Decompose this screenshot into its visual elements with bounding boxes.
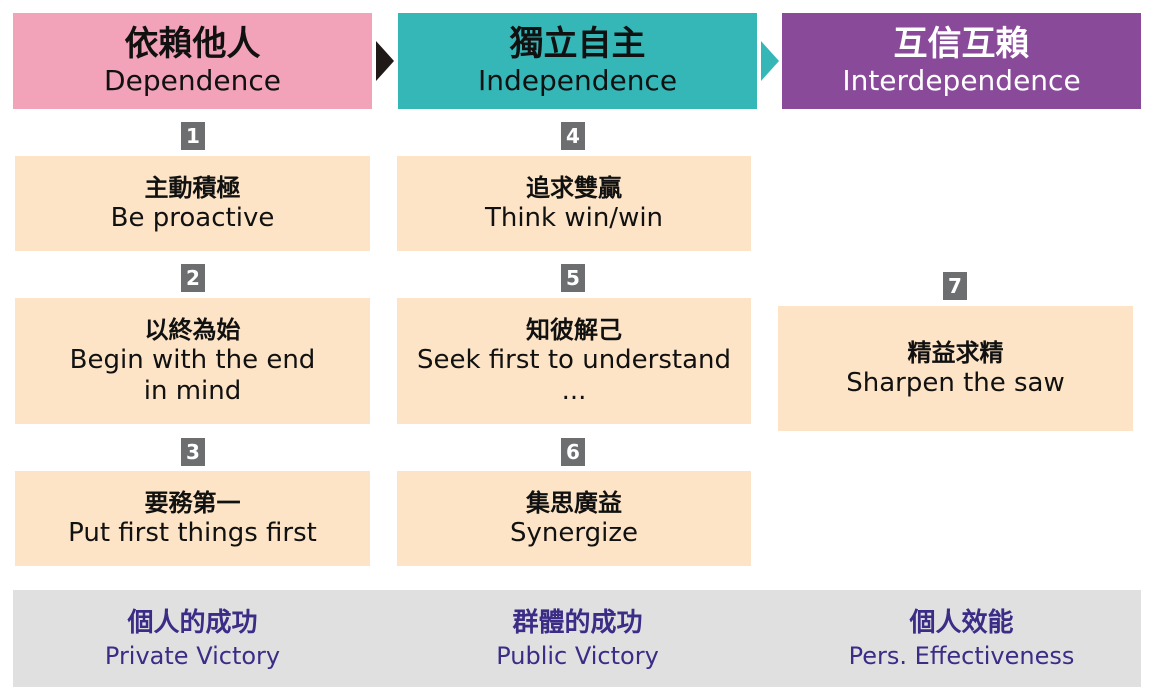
stage-independence: 獨立自主 Independence: [398, 13, 757, 109]
victory-zh: 個人的成功: [127, 607, 258, 638]
habit-en: Be proactive: [110, 203, 275, 233]
habit-number-badge: 4: [561, 122, 585, 150]
habit-zh: 以終為始: [144, 316, 241, 344]
habit-en: Seek first to understand: [416, 345, 732, 375]
arrow-right-icon: [376, 41, 394, 81]
stage-dependence-zh: 依賴他人: [124, 24, 261, 64]
habit-box-5: 知彼解己 Seek first to understand ...: [397, 298, 751, 424]
habit-zh: 追求雙贏: [526, 174, 622, 202]
stage-dependence-en: Dependence: [104, 64, 281, 97]
habit-box-7: 精益求精 Sharpen the saw: [778, 306, 1133, 431]
victory-en: Pers. Effectiveness: [848, 641, 1075, 670]
victory-private: 個人的成功 Private Victory: [13, 590, 372, 687]
habit-zh: 集思廣益: [526, 489, 622, 517]
habit-en: Sharpen the saw: [846, 368, 1065, 398]
habit-number-badge: 1: [181, 122, 205, 150]
habit-en-line2: in mind: [143, 376, 242, 406]
habit-en: Begin with the end: [69, 345, 316, 375]
stage-interdependence: 互信互賴 Interdependence: [782, 13, 1141, 109]
habit-en: Synergize: [510, 518, 638, 548]
victory-footer: [13, 590, 1141, 687]
victory-en: Private Victory: [104, 641, 281, 670]
habit-box-3: 要務第一 Put first things first: [15, 471, 370, 566]
habit-box-4: 追求雙贏 Think win/win: [397, 156, 751, 251]
victory-en: Public Victory: [496, 641, 659, 670]
habit-zh: 主動積極: [144, 174, 241, 202]
victory-public: 群體的成功 Public Victory: [398, 590, 757, 687]
habit-en-line2: ...: [561, 376, 587, 406]
habit-number-badge: 7: [943, 272, 967, 300]
stage-independence-en: Independence: [477, 64, 678, 97]
victory-effectiveness: 個人效能 Pers. Effectiveness: [782, 590, 1141, 687]
habit-number-badge: 3: [181, 438, 205, 466]
stage-dependence: 依賴他人 Dependence: [13, 13, 372, 109]
habit-number-badge: 6: [561, 438, 585, 466]
victory-zh: 個人效能: [909, 607, 1014, 638]
habit-en: Think win/win: [484, 203, 664, 233]
stage-interdependence-en: Interdependence: [842, 64, 1081, 97]
habit-zh: 知彼解己: [526, 316, 622, 344]
stage-independence-zh: 獨立自主: [509, 24, 646, 64]
habit-en: Put first things first: [68, 518, 317, 548]
arrow-right-icon: [761, 41, 779, 81]
habit-number-badge: 2: [181, 264, 205, 292]
habit-number-badge: 5: [561, 264, 585, 292]
victory-zh: 群體的成功: [512, 607, 643, 638]
habit-box-6: 集思廣益 Synergize: [397, 471, 751, 566]
habit-zh: 要務第一: [144, 489, 241, 517]
habit-zh: 精益求精: [907, 339, 1004, 367]
stage-interdependence-zh: 互信互賴: [893, 24, 1030, 64]
habit-box-1: 主動積極 Be proactive: [15, 156, 370, 251]
habit-box-2: 以終為始 Begin with the end in mind: [15, 298, 370, 424]
